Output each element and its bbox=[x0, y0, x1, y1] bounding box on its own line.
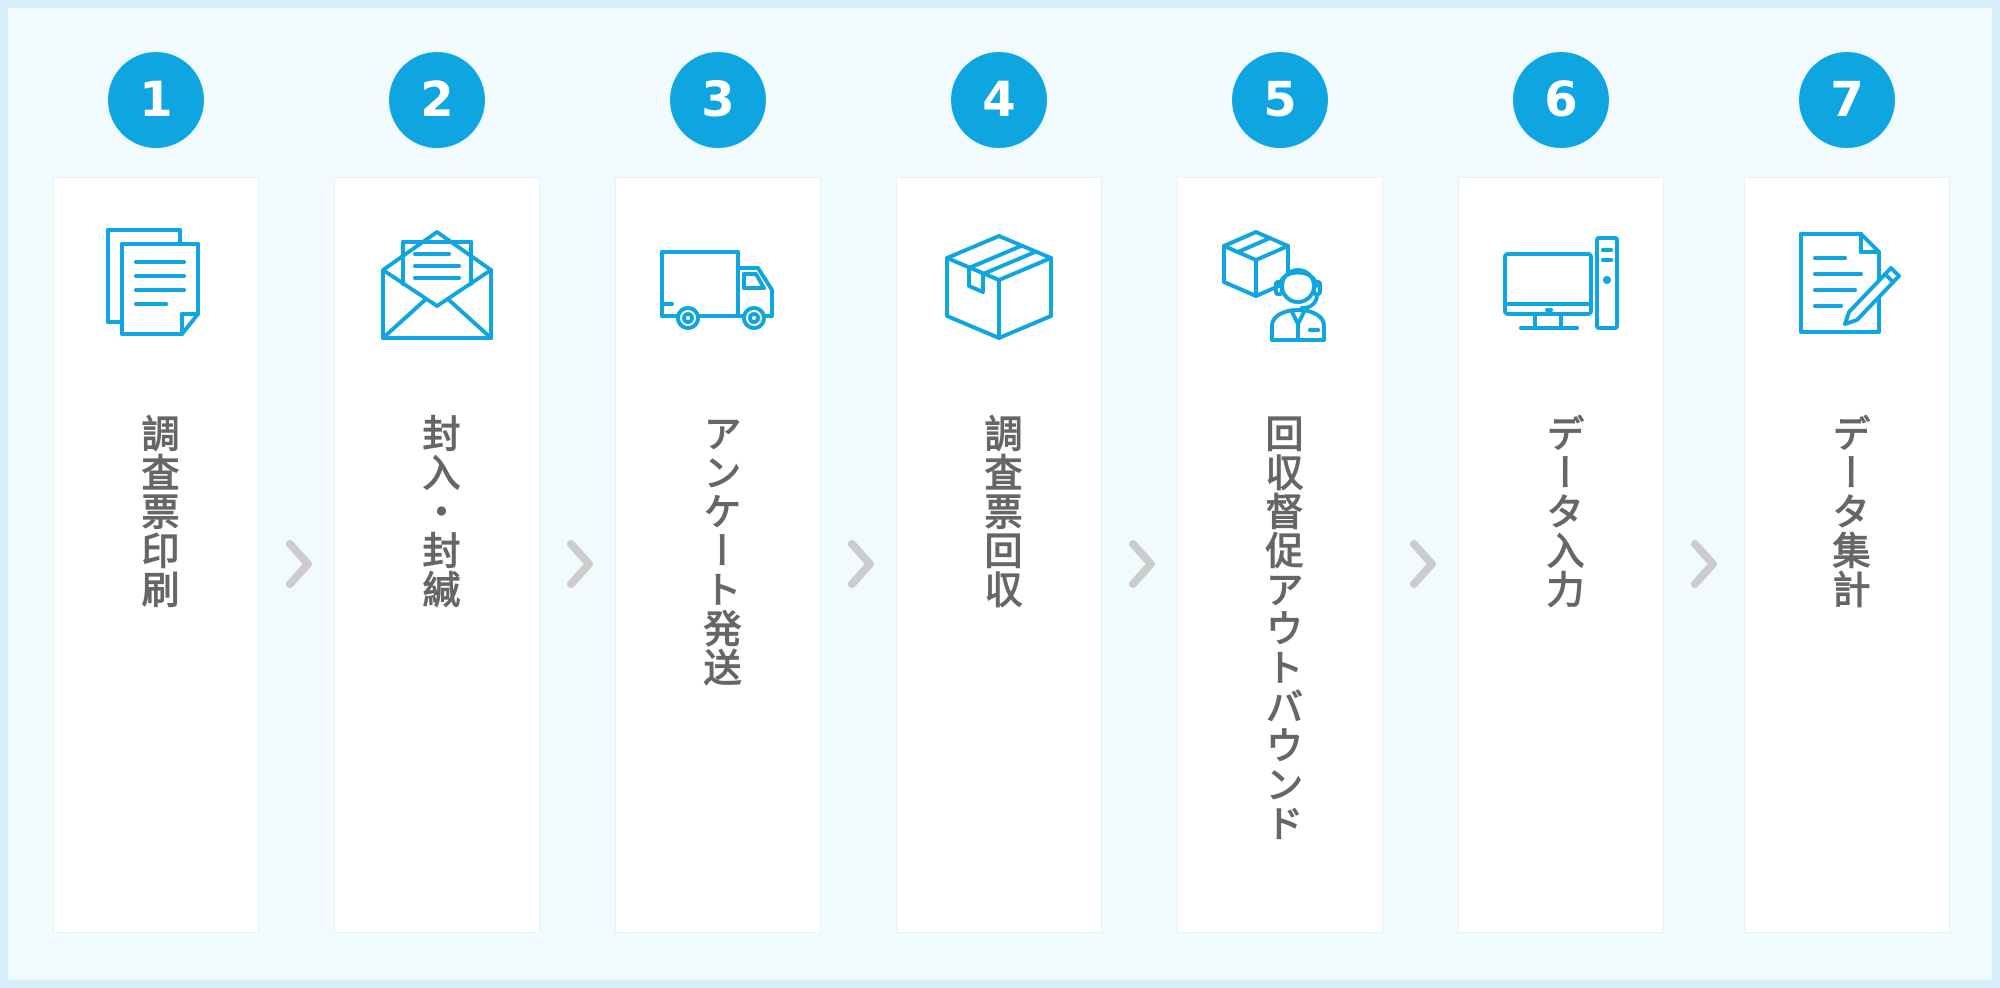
chevron-right-icon bbox=[1402, 536, 1442, 592]
step-4: 4 調査票回収 bbox=[897, 8, 1101, 980]
step-card: データ集計 bbox=[1745, 178, 1949, 932]
step-number-badge: 2 bbox=[389, 52, 485, 148]
step-card: 調査票回収 bbox=[897, 178, 1101, 932]
chevron-right-icon bbox=[559, 536, 599, 592]
call-operator-icon bbox=[1220, 224, 1340, 344]
desktop-computer-icon bbox=[1501, 224, 1621, 344]
step-5: 5 回収督促アウトバウンド bbox=[1178, 8, 1382, 980]
step-3: 3 アンケート発送 bbox=[616, 8, 820, 980]
step-label: 回収督促アウトバウンド bbox=[1258, 414, 1303, 843]
document-pen-icon bbox=[1787, 224, 1907, 344]
step-label: データ入力 bbox=[1539, 414, 1584, 609]
step-number-badge: 5 bbox=[1232, 52, 1328, 148]
step-card: データ入力 bbox=[1459, 178, 1663, 932]
box-icon bbox=[939, 224, 1059, 344]
step-number-badge: 3 bbox=[670, 52, 766, 148]
process-flow: 1 調査票印刷 2 bbox=[8, 8, 1992, 980]
chevron-right-icon bbox=[840, 536, 880, 592]
step-card: 回収督促アウトバウンド bbox=[1178, 178, 1382, 932]
step-6: 6 データ入力 bbox=[1459, 8, 1663, 980]
chevron-right-icon bbox=[1121, 536, 1161, 592]
delivery-truck-icon bbox=[658, 224, 778, 344]
chevron-right-icon bbox=[278, 536, 318, 592]
step-card: アンケート発送 bbox=[616, 178, 820, 932]
step-label: 調査票回収 bbox=[977, 414, 1022, 609]
step-label: 封入・封緘 bbox=[415, 414, 460, 609]
step-number-badge: 6 bbox=[1513, 52, 1609, 148]
step-label: 調査票印刷 bbox=[134, 414, 179, 609]
chevron-right-icon bbox=[1683, 536, 1723, 592]
step-label: データ集計 bbox=[1825, 414, 1870, 609]
step-2: 2 封入・封緘 bbox=[335, 8, 539, 980]
step-label: アンケート発送 bbox=[696, 414, 741, 687]
step-7: 7 データ集計 bbox=[1745, 8, 1949, 980]
step-number-badge: 4 bbox=[951, 52, 1047, 148]
step-number-badge: 7 bbox=[1799, 52, 1895, 148]
step-card: 調査票印刷 bbox=[54, 178, 258, 932]
step-card: 封入・封緘 bbox=[335, 178, 539, 932]
step-1: 1 調査票印刷 bbox=[54, 8, 258, 980]
envelope-letter-icon bbox=[377, 224, 497, 344]
step-number-badge: 1 bbox=[108, 52, 204, 148]
documents-icon bbox=[96, 224, 216, 344]
